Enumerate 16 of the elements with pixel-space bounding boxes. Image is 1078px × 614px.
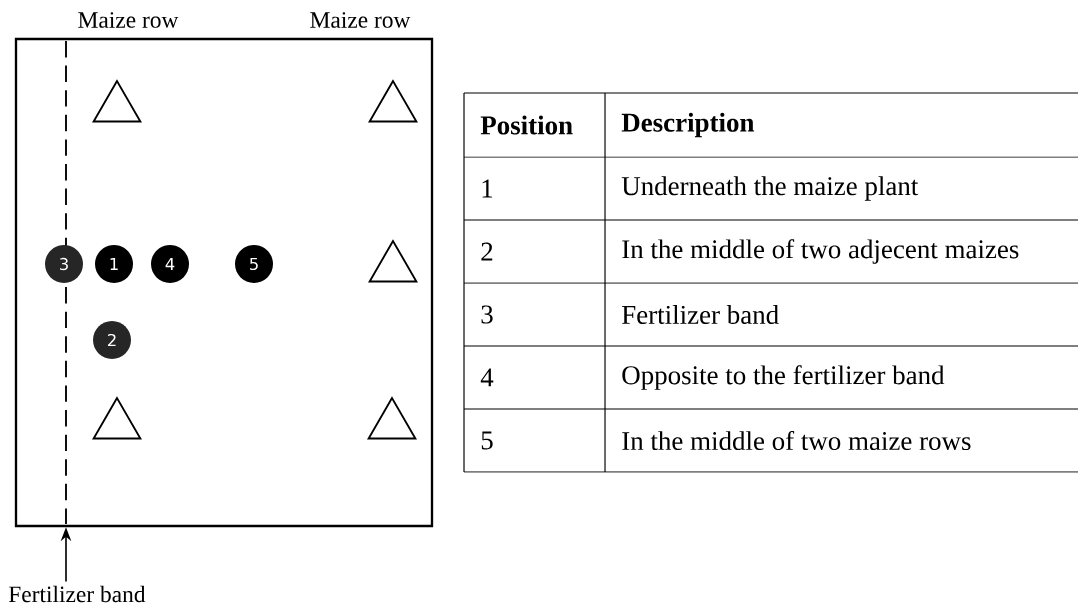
description-text: Opposite to the fertilizer band bbox=[622, 365, 945, 390]
field-plot bbox=[14, 37, 434, 528]
position-number: 3 bbox=[481, 305, 493, 324]
description-text: Fertilizer band bbox=[622, 305, 779, 324]
position-number: 1 bbox=[482, 179, 493, 198]
description-text: In the middle of two adjecent maizes bbox=[622, 239, 1019, 264]
position-number: 4 bbox=[480, 368, 494, 387]
row-label: Maize row bbox=[78, 12, 179, 28]
position-number: 5 bbox=[481, 431, 493, 450]
band-label: Fertilizer band bbox=[8, 585, 146, 603]
position-number: 2 bbox=[481, 242, 493, 261]
row-label: Maize row bbox=[310, 12, 411, 28]
description-text: In the middle of two maize rows bbox=[622, 430, 971, 451]
description-text: Underneath the maize plant bbox=[621, 176, 919, 201]
column-header: Description bbox=[621, 112, 755, 138]
column-header: Position bbox=[480, 115, 573, 135]
